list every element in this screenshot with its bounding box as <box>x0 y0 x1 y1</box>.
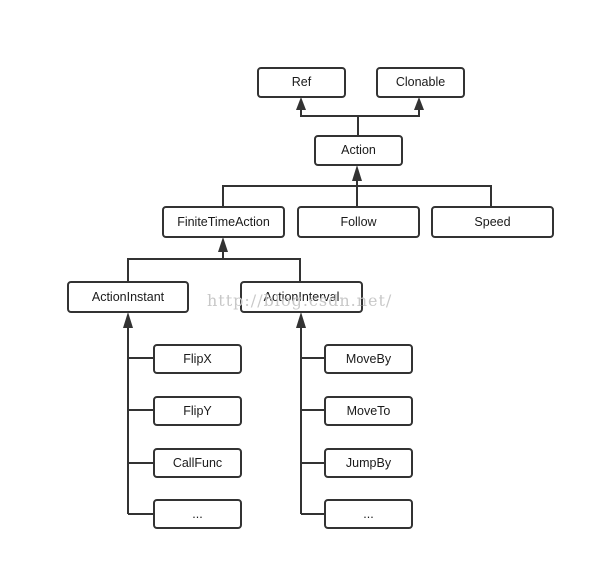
arrow-head-clonable <box>414 97 424 110</box>
watermark-text: http://blog.csdn.net/ <box>207 291 392 310</box>
edge-action-to-ref-clonable <box>296 97 424 136</box>
node-follow: Follow <box>297 206 420 238</box>
node-finite-time-action-label: FiniteTimeAction <box>177 215 270 229</box>
edge-instant-interval-to-finite <box>127 237 301 282</box>
node-instant-child: CallFunc <box>153 448 242 478</box>
node-speed-label: Speed <box>474 215 510 229</box>
node-ref: Ref <box>257 67 346 98</box>
node-ref-label: Ref <box>292 75 312 89</box>
node-instant-child-label: CallFunc <box>173 456 222 470</box>
arrow-head-finite-time-action <box>218 237 228 252</box>
node-interval-child-label: MoveBy <box>346 352 392 366</box>
edge-interval-children <box>296 312 325 515</box>
node-instant-child-label: ... <box>192 507 202 521</box>
node-instant-child-label: FlipY <box>183 404 212 418</box>
node-instant-child: ... <box>153 499 242 529</box>
node-interval-child-label: ... <box>363 507 373 521</box>
node-instant-child-label: FlipX <box>183 352 212 366</box>
node-action-interval-label: ActionInterval <box>264 290 340 304</box>
node-interval-child: JumpBy <box>324 448 413 478</box>
node-interval-child-label: JumpBy <box>346 456 392 470</box>
node-action-interval: ActionInterval <box>240 281 363 313</box>
node-action: Action <box>314 135 403 166</box>
node-finite-time-action: FiniteTimeAction <box>162 206 285 238</box>
node-action-instant-label: ActionInstant <box>92 290 165 304</box>
edge-subclasses-to-action <box>222 165 492 207</box>
node-interval-child: MoveBy <box>324 344 413 374</box>
node-instant-child: FlipX <box>153 344 242 374</box>
edge-instant-children <box>123 312 154 515</box>
node-action-label: Action <box>341 143 376 157</box>
node-interval-child: ... <box>324 499 413 529</box>
node-follow-label: Follow <box>340 215 377 229</box>
node-interval-child-label: MoveTo <box>347 404 391 418</box>
node-interval-child: MoveTo <box>324 396 413 426</box>
node-clonable: Clonable <box>376 67 465 98</box>
node-speed: Speed <box>431 206 554 238</box>
node-action-instant: ActionInstant <box>67 281 189 313</box>
arrow-head-action <box>352 165 362 181</box>
node-clonable-label: Clonable <box>396 75 445 89</box>
arrow-head-action-interval <box>296 312 306 328</box>
arrow-head-ref <box>296 97 306 110</box>
arrow-head-action-instant <box>123 312 133 328</box>
node-instant-child: FlipY <box>153 396 242 426</box>
